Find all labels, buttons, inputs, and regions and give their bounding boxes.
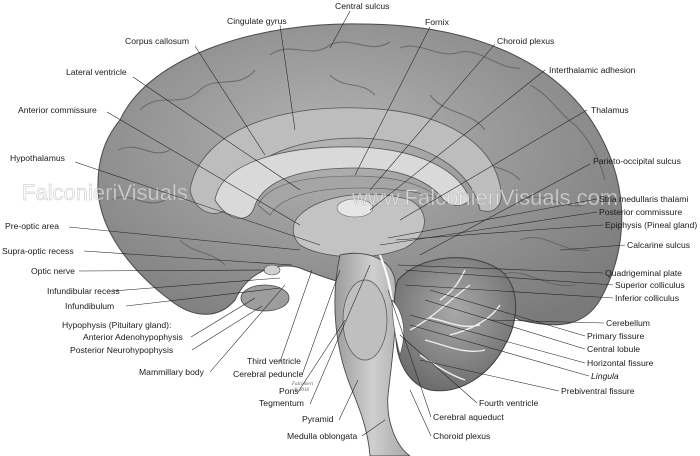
label-tegmentum: Tegmentum [259, 398, 304, 408]
label-corpus-callosum: Corpus callosum [125, 36, 189, 46]
label-prebiventral-fissure: Prebiventral fissure [561, 386, 635, 396]
artist-signature: Falconieri [291, 382, 314, 387]
label-fourth-ventricle: Fourth ventricle [479, 398, 538, 408]
labels: Central sulcus Cingulate gyrus Fornix Co… [2, 1, 697, 441]
lateral-ventricle-shape [257, 175, 439, 216]
label-lingula: Lingula [591, 371, 619, 381]
label-cingulate-gyrus: Cingulate gyrus [227, 16, 287, 26]
label-third-ventricle: Third ventricle [247, 356, 301, 366]
cerebral-aqueduct-shape [379, 254, 393, 301]
label-hypothalamus: Hypothalamus [10, 153, 65, 163]
label-posterior-neurohypophysis: Posterior Neurohypophysis [70, 345, 173, 355]
label-pyramid: Pyramid [302, 414, 334, 424]
label-infundibulum: Infundibulum [65, 301, 114, 311]
pons-shape [342, 279, 388, 361]
label-fornix: Fornix [425, 17, 450, 27]
label-supra-optic-recess: Supra-optic recess [2, 246, 74, 256]
label-pons: Pons [279, 386, 299, 396]
pituitary-shape [240, 284, 290, 312]
interthalamic-adhesion-shape [336, 198, 374, 218]
label-medulla-oblongata: Medulla oblongata [287, 431, 357, 441]
label-cerebral-peduncle: Cerebral peduncle [233, 369, 303, 379]
gyri-pattern [111, 41, 606, 287]
label-posterior-commissure: Posterior commissure [599, 207, 682, 217]
label-central-sulcus: Central sulcus [335, 1, 389, 11]
label-calcarine-sulcus: Calcarine sulcus [627, 240, 690, 250]
arbor-vitae [409, 269, 501, 381]
label-epiphysis: Epiphysis (Pineal gland) [605, 220, 697, 230]
label-inferior-colliculus: Inferior colliculus [615, 293, 679, 303]
label-anterior-adenohypophysis: Anterior Adenohypophysis [83, 332, 183, 342]
thalamus-shape [292, 193, 425, 258]
label-quadrigeminal-plate: Quadrigeminal plate [605, 268, 682, 278]
label-mammillary-body: Mammillary body [139, 367, 205, 377]
label-horizontal-fissure: Horizontal fissure [587, 358, 654, 368]
label-pre-optic-area: Pre-optic area [5, 221, 59, 231]
label-stria-medullaris: Stria medullaris thalami [599, 194, 688, 204]
watermark-right: www.FalconieriVisuals.com [351, 185, 618, 210]
label-cerebral-aqueduct: Cerebral aqueduct [433, 412, 504, 422]
label-anterior-commissure: Anterior commissure [18, 105, 97, 115]
artist-signature-year: © 2016 [294, 387, 310, 393]
label-central-lobule: Central lobule [587, 344, 640, 354]
label-thalamus: Thalamus [591, 105, 629, 115]
label-infundibular-recess: Infundibular recess [47, 286, 120, 296]
watermark-left: FalconieriVisuals [22, 180, 188, 205]
optic-nerve-shape [263, 264, 281, 276]
label-choroid-plexus-top: Choroid plexus [497, 36, 554, 46]
label-hypophysis: Hypophysis (Pituitary gland): [62, 320, 171, 330]
label-choroid-plexus-bottom: Choroid plexus [433, 431, 490, 441]
leader-lines [68, 10, 626, 437]
label-parieto-occipital-sulcus: Parieto-occipital sulcus [593, 156, 681, 166]
label-optic-nerve: Optic nerve [31, 266, 75, 276]
label-interthalamic-adhesion: Interthalamic adhesion [549, 65, 636, 75]
label-primary-fissure: Primary fissure [587, 331, 645, 341]
corpus-callosum-shape [214, 146, 471, 219]
fourth-ventricle-shape [391, 299, 404, 357]
label-superior-colliculus: Superior colliculus [615, 280, 685, 290]
label-cerebellum: Cerebellum [606, 318, 650, 328]
label-lateral-ventricle: Lateral ventricle [66, 67, 127, 77]
